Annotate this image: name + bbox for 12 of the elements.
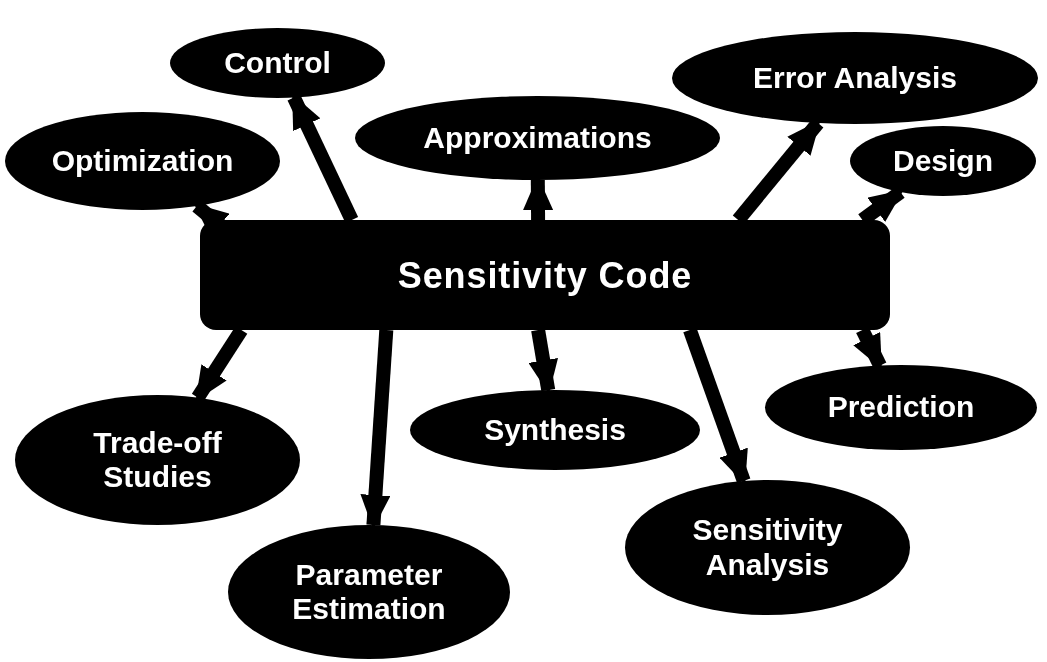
banner-box <box>200 220 890 330</box>
node-label: Optimization <box>50 143 235 179</box>
node-label: Sensitivity Code <box>397 253 693 298</box>
node-label: Synthesis <box>483 412 627 448</box>
node-label: Approximations <box>422 120 653 156</box>
node-label: Parameter Estimation <box>291 557 447 627</box>
node-label: Error Analysis <box>752 60 958 96</box>
node-label: Sensitivity Analysis <box>691 513 844 582</box>
node-label: Control <box>223 45 332 81</box>
node-label: Design <box>892 143 994 179</box>
node-label: Prediction <box>826 390 976 425</box>
node-label: Trade-off Studies <box>92 425 223 495</box>
